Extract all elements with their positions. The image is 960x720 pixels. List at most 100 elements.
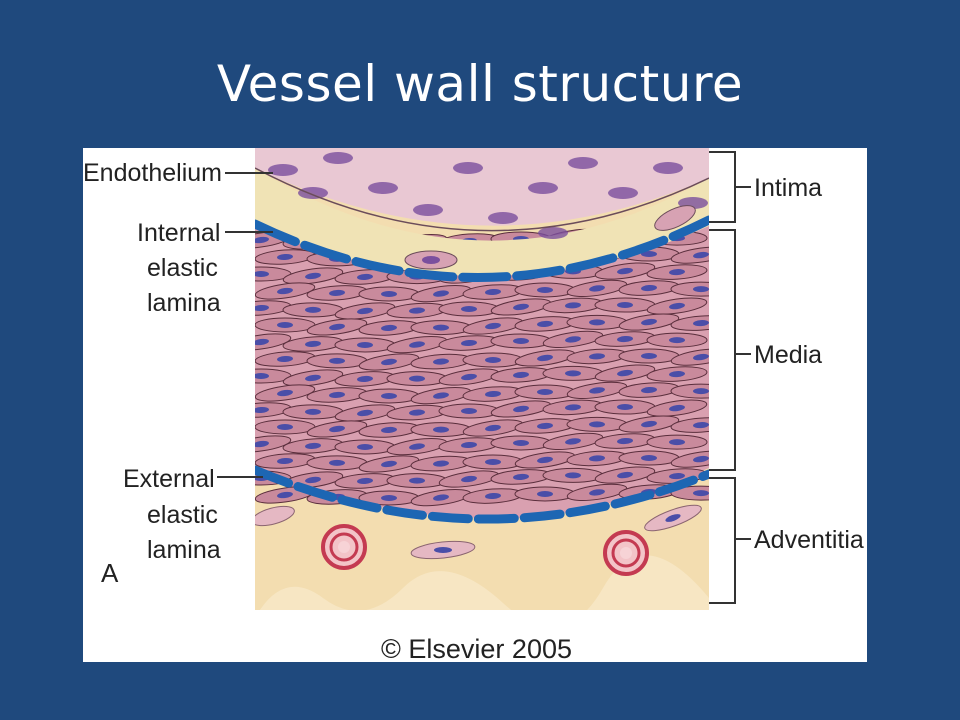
muscle-nucleus (461, 339, 477, 347)
muscle-nucleus (565, 438, 581, 445)
muscle-nucleus (537, 422, 553, 429)
muscle-nucleus (641, 353, 657, 360)
endothelial-cells (268, 152, 708, 239)
muscle-nucleus (617, 404, 633, 411)
muscle-nucleus (433, 358, 449, 365)
smooth-muscle-cell (670, 485, 709, 501)
muscle-nucleus (693, 490, 709, 497)
muscle-nucleus (641, 455, 657, 462)
muscle-nucleus (669, 337, 685, 344)
endothelial-nucleus (413, 204, 443, 216)
muscle-nucleus (305, 272, 321, 280)
muscle-nucleus (433, 324, 449, 331)
muscle-nucleus (693, 353, 709, 361)
label-external-line1: External (123, 465, 215, 493)
muscle-nucleus (409, 443, 425, 450)
muscle-nucleus (485, 322, 501, 330)
label-adventitia: Adventitia (754, 526, 864, 554)
muscle-nucleus (409, 375, 425, 382)
muscle-nucleus (513, 371, 529, 378)
endothelial-nucleus (608, 187, 638, 199)
muscle-nucleus (565, 370, 581, 377)
muscle-nucleus (565, 472, 581, 479)
muscle-nucleus (277, 287, 293, 295)
muscle-nucleus (641, 420, 657, 428)
muscle-nucleus (255, 271, 269, 277)
endothelial-nucleus (488, 212, 518, 224)
muscle-nucleus (357, 375, 373, 383)
tissue-illustration (255, 148, 709, 610)
muscle-nucleus (329, 391, 345, 398)
muscle-nucleus (277, 424, 293, 430)
muscle-nucleus (589, 285, 605, 292)
muscle-nucleus (693, 320, 709, 327)
muscle-nucleus (617, 267, 633, 275)
muscle-nucleus (641, 251, 657, 258)
muscle-nucleus (305, 408, 321, 415)
muscle-nucleus (357, 443, 373, 450)
panel-letter: A (101, 558, 119, 588)
endothelial-nucleus (538, 227, 568, 239)
muscle-nucleus (565, 336, 581, 343)
muscle-nucleus (409, 409, 425, 416)
muscle-nucleus (693, 251, 709, 259)
muscle-nucleus (617, 471, 633, 479)
label-internal-line1: Internal (137, 219, 220, 247)
endothelial-nucleus (653, 162, 683, 174)
endothelial-nucleus (298, 187, 328, 199)
muscle-nucleus (565, 404, 581, 411)
vasa-vasorum-right (603, 530, 649, 576)
label-external-line2: elastic (147, 501, 218, 529)
endothelial-nucleus (268, 164, 298, 176)
label-internal-line3: lamina (147, 289, 221, 317)
muscle-nucleus (589, 319, 605, 326)
muscle-nucleus (537, 456, 553, 464)
muscle-nucleus (617, 336, 633, 343)
muscle-nucleus (255, 373, 269, 379)
muscle-nucleus (381, 392, 397, 399)
left-labels: Endothelium Internal elastic lamina Exte… (83, 159, 273, 564)
muscle-nucleus (669, 371, 685, 378)
endothelial-nucleus (368, 182, 398, 194)
muscle-nucleus (329, 459, 345, 466)
muscle-nucleus (537, 490, 553, 497)
endothelial-nucleus (453, 162, 483, 174)
muscle-nucleus (693, 388, 709, 395)
slide-title: Vessel wall structure (216, 55, 744, 113)
muscle-nucleus (693, 455, 709, 463)
copyright-notice: © Elsevier 2005 (381, 634, 572, 662)
muscle-nucleus (589, 455, 605, 462)
muscle-nucleus (641, 318, 657, 326)
label-media: Media (754, 341, 822, 369)
muscle-nucleus (617, 302, 633, 309)
muscle-nucleus (305, 476, 321, 484)
muscle-nucleus (513, 337, 529, 344)
muscle-nucleus (305, 306, 321, 313)
smooth-muscle-cell (670, 383, 709, 399)
muscle-nucleus (669, 404, 685, 412)
muscle-nucleus (669, 269, 685, 276)
muscle-nucleus (305, 374, 321, 382)
muscle-nucleus (277, 253, 293, 261)
muscle-nucleus (255, 440, 269, 448)
muscle-nucleus (357, 409, 373, 417)
muscle-nucleus (461, 408, 477, 415)
muscle-nucleus (565, 302, 581, 309)
muscle-nucleus (513, 439, 529, 446)
label-endothelium: Endothelium (83, 159, 222, 187)
muscle-nucleus (277, 322, 293, 328)
endothelial-nucleus (528, 182, 558, 194)
muscle-nucleus (461, 441, 477, 449)
label-internal-line2: elastic (147, 254, 218, 282)
muscle-nucleus (485, 492, 501, 500)
muscle-nucleus (381, 426, 397, 434)
muscle-nucleus (485, 390, 501, 398)
muscle-nucleus (537, 320, 553, 327)
muscle-nucleus (409, 307, 425, 314)
muscle-nucleus (255, 406, 269, 414)
muscle-nucleus (589, 489, 605, 496)
endothelial-nucleus (568, 157, 598, 169)
endothelial-nucleus (323, 152, 353, 164)
muscle-nucleus (381, 324, 397, 332)
muscle-nucleus (329, 289, 345, 296)
